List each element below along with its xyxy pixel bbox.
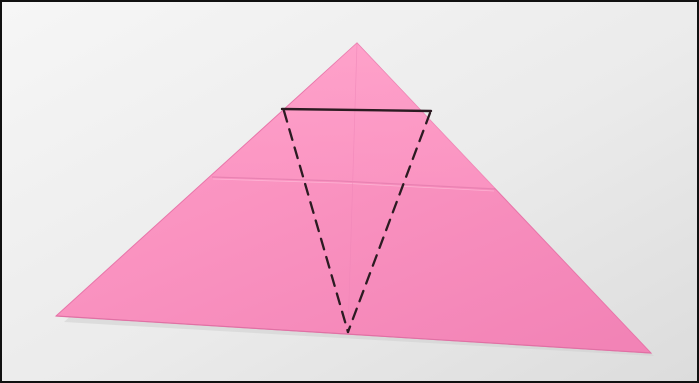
photo-frame	[0, 0, 699, 383]
origami-photo	[0, 0, 699, 383]
